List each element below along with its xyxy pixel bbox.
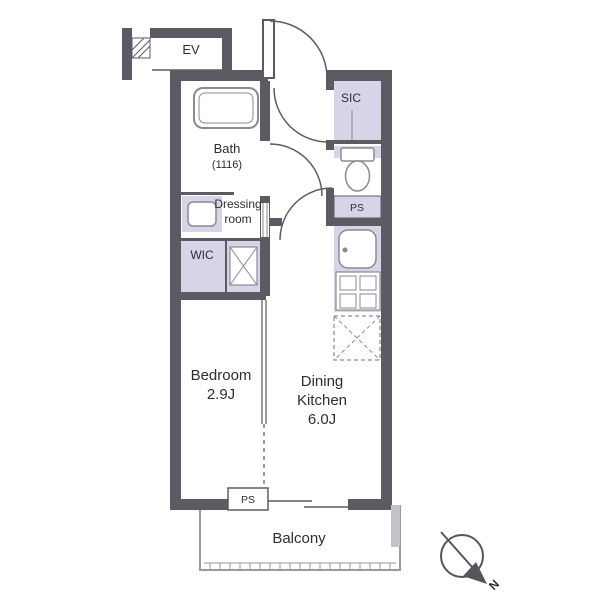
fixtures — [187, 87, 381, 361]
room-labels: SIC Bath (1116) Dressing room WIC PS Bed… — [190, 91, 364, 428]
ev-hatch-lines — [131, 37, 151, 59]
bedroom-area-label: 2.9J — [207, 386, 235, 403]
dk-area-label: 6.0J — [308, 411, 336, 428]
burner-icon — [339, 275, 357, 291]
bathtub-inner — [198, 92, 254, 124]
burner-icon — [339, 293, 357, 309]
bath-label: Bath — [214, 141, 241, 156]
compass-arrowhead — [463, 562, 487, 584]
ps-upper-area — [333, 195, 382, 219]
balcony-slider-window — [268, 500, 348, 508]
washbasin-icon — [187, 201, 217, 227]
dressing-label-1: Dressing — [214, 197, 261, 211]
ps-upper-label: PS — [350, 202, 364, 214]
bottom-elements: PS — [227, 487, 348, 511]
balcony-rail-ticks — [209, 563, 391, 570]
entrance-door-arc — [269, 20, 328, 79]
balcony-divider — [391, 505, 400, 547]
balcony: Balcony — [199, 505, 401, 571]
toilet-bowl-icon — [344, 160, 371, 192]
faucet-icon — [342, 247, 348, 253]
dk-door-arc — [279, 187, 333, 241]
ev-shaft: EV — [122, 28, 232, 80]
wic-label: WIC — [190, 248, 214, 262]
partition-slider — [261, 300, 267, 424]
doors — [261, 19, 333, 241]
compass-needle — [440, 531, 473, 568]
ps-lower-label: PS — [241, 494, 255, 506]
walls — [170, 70, 392, 510]
dressing-label-2: room — [224, 212, 251, 226]
compass-north-label: N — [486, 577, 502, 593]
sink-icon — [338, 229, 377, 269]
bedroom-label: Bedroom — [191, 367, 252, 384]
compass: N — [440, 531, 502, 593]
fridge-space — [333, 315, 381, 361]
toilet-tank-icon — [340, 147, 375, 162]
hall-door-arc — [273, 87, 329, 143]
dressing-slider-lines — [262, 203, 268, 237]
burner-icon — [359, 275, 377, 291]
fridge-cross — [333, 315, 381, 361]
room-partition — [261, 300, 267, 499]
wic-area — [181, 241, 225, 292]
bath-dim-label: (1116) — [212, 159, 242, 171]
dressing-slider-gap — [261, 203, 269, 237]
sic-area — [334, 81, 381, 140]
entrance-door-leaf — [262, 19, 275, 79]
washer-cross — [229, 246, 258, 286]
dk-label-1: Dining — [301, 373, 344, 390]
ps-lower-box — [227, 487, 269, 511]
burner-icon — [359, 293, 377, 309]
ev-label: EV — [182, 42, 200, 57]
bath-door-arc — [269, 143, 323, 197]
dk-label-2: Kitchen — [297, 392, 347, 409]
balcony-label: Balcony — [272, 530, 326, 547]
compass-circle — [440, 534, 484, 578]
sic-label: SIC — [341, 91, 361, 105]
